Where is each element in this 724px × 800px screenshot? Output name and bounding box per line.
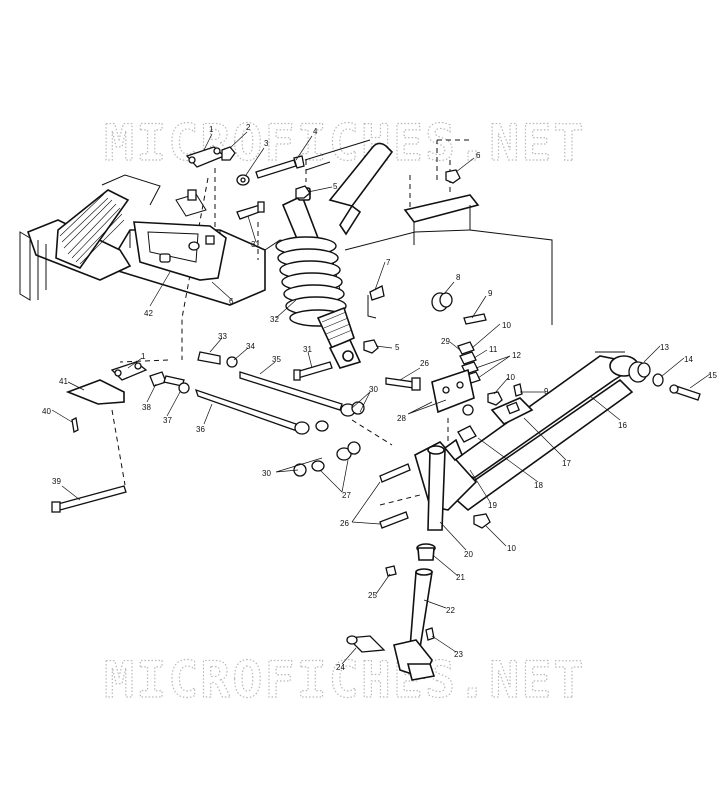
callout-30: 30 (262, 469, 271, 478)
callout-27: 27 (342, 491, 351, 500)
callout-20: 20 (464, 550, 473, 559)
callout-4: 4 (313, 127, 318, 136)
callout-34: 34 (246, 342, 255, 351)
callout-8: 8 (456, 273, 461, 282)
callout-9: 9 (544, 387, 549, 396)
assembly-lines (111, 160, 449, 506)
callout-23: 23 (454, 650, 463, 659)
lower-a-arm (446, 351, 643, 512)
callout-30: 30 (369, 385, 378, 394)
callout-5: 5 (395, 343, 400, 352)
callout-42: 42 (144, 309, 153, 318)
callout-36: 36 (196, 425, 205, 434)
callout-9: 9 (488, 289, 493, 298)
callout-labels: 1 2 3 4 5 6 31 6 42 7 8 9 32 10 29 11 12… (42, 123, 717, 672)
callout-3: 3 (264, 139, 269, 148)
callout-11: 11 (489, 345, 498, 354)
callout-21: 21 (456, 573, 465, 582)
callout-22: 22 (446, 606, 455, 615)
callout-10: 10 (507, 544, 516, 553)
callout-14: 14 (684, 355, 693, 364)
callout-10: 10 (506, 373, 515, 382)
callout-32: 32 (270, 315, 279, 324)
callout-35: 35 (272, 355, 281, 364)
callout-5: 5 (333, 182, 338, 191)
callout-26: 26 (340, 519, 349, 528)
callout-38: 38 (142, 403, 151, 412)
callout-18: 18 (534, 481, 543, 490)
callout-16: 16 (618, 421, 627, 430)
callout-13: 13 (660, 343, 669, 352)
callout-39: 39 (52, 477, 61, 486)
spindle-assembly (393, 438, 478, 681)
callout-37: 37 (163, 416, 172, 425)
callout-7: 7 (386, 258, 391, 267)
watermark-bottom: MICROFICHES.NET (104, 651, 586, 709)
callout-6: 6 (476, 151, 481, 160)
callout-1: 1 (209, 125, 214, 134)
callout-6: 6 (229, 297, 234, 306)
small-parts (51, 146, 701, 653)
shock-absorber (275, 187, 362, 369)
callout-10: 10 (502, 321, 511, 330)
callout-31: 31 (303, 345, 312, 354)
callout-15: 15 (708, 371, 717, 380)
watermark-top: MICROFICHES.NET (104, 114, 586, 172)
callout-19: 19 (488, 501, 497, 510)
callout-25: 25 (368, 591, 377, 600)
callout-leaders (51, 131, 711, 665)
callout-2: 2 (246, 123, 251, 132)
callout-1: 1 (141, 352, 146, 361)
callout-12: 12 (512, 351, 521, 360)
callout-28: 28 (397, 414, 406, 423)
callout-24: 24 (336, 663, 345, 672)
callout-33: 33 (218, 332, 227, 341)
callout-26: 26 (420, 359, 429, 368)
callout-29: 29 (441, 337, 450, 346)
callout-41: 41 (59, 377, 68, 386)
callout-17: 17 (562, 459, 571, 468)
callout-40: 40 (42, 407, 51, 416)
callout-31: 31 (251, 240, 260, 249)
